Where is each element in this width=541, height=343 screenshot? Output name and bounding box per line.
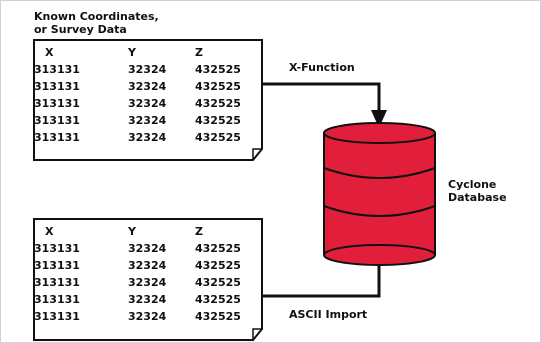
database-top — [323, 122, 436, 144]
bottom-row-1-y: 32324 — [128, 242, 167, 255]
top-row-3-x: 313131 — [34, 97, 80, 110]
bottom-row-4-y: 32324 — [128, 293, 167, 306]
database-band-1 — [323, 167, 436, 179]
x-function-connector: X-Function — [262, 61, 387, 128]
ascii-import-label: ASCII Import — [289, 308, 367, 321]
bottom-row-5-z: 432525 — [195, 310, 241, 323]
top-row-5-y: 32324 — [128, 131, 167, 144]
top-data-document: X Y Z 313131 32324 432525 313131 32324 4… — [33, 39, 263, 161]
top-caption-line-2: or Survey Data — [34, 23, 127, 36]
bottom-row-5-y: 32324 — [128, 310, 167, 323]
top-row-2-y: 32324 — [128, 80, 167, 93]
bottom-row-1-x: 313131 — [34, 242, 80, 255]
bottom-table-header-x: X — [45, 225, 54, 238]
bottom-row-1-z: 432525 — [195, 242, 241, 255]
x-function-line — [262, 82, 381, 112]
bottom-row-2-z: 432525 — [195, 259, 241, 272]
top-table-header-x: X — [45, 46, 54, 59]
top-row-3-z: 432525 — [195, 97, 241, 110]
top-row-2-z: 432525 — [195, 80, 241, 93]
top-row-3-y: 32324 — [128, 97, 167, 110]
cyclone-database — [323, 122, 436, 266]
top-row-4-z: 432525 — [195, 114, 241, 127]
top-row-1-y: 32324 — [128, 63, 167, 76]
bottom-row-2-x: 313131 — [34, 259, 80, 272]
database-body — [324, 133, 435, 255]
bottom-row-3-y: 32324 — [128, 276, 167, 289]
top-document-fold — [252, 148, 262, 160]
bottom-table-header-y: Y — [127, 225, 137, 238]
bottom-row-4-z: 432525 — [195, 293, 241, 306]
top-caption-line-1: Known Coordinates, — [34, 10, 159, 23]
bottom-row-3-z: 432525 — [195, 276, 241, 289]
bottom-table-header-z: Z — [195, 225, 203, 238]
database-band-2 — [323, 205, 436, 217]
top-row-4-x: 313131 — [34, 114, 80, 127]
top-document-outline — [33, 39, 263, 161]
top-row-4-y: 32324 — [128, 114, 167, 127]
bottom-document-fold — [252, 328, 262, 340]
top-table-header-z: Z — [195, 46, 203, 59]
ascii-import-line — [262, 262, 381, 298]
top-row-1-x: 313131 — [34, 63, 80, 76]
database-label-line-1: Cyclone — [448, 178, 496, 191]
top-row-5-x: 313131 — [34, 131, 80, 144]
database-bottom-rim — [323, 244, 436, 266]
top-row-1-z: 432525 — [195, 63, 241, 76]
bottom-document-outline — [33, 218, 263, 341]
top-row-2-x: 313131 — [34, 80, 80, 93]
x-function-label: X-Function — [289, 61, 355, 74]
bottom-row-3-x: 313131 — [34, 276, 80, 289]
bottom-data-document: X Y Z 313131 32324 432525 313131 32324 4… — [33, 218, 263, 341]
database-label-line-2: Database — [448, 191, 507, 204]
bottom-row-4-x: 313131 — [34, 293, 80, 306]
top-row-5-z: 432525 — [195, 131, 241, 144]
bottom-row-5-x: 313131 — [34, 310, 80, 323]
x-function-arrowhead — [371, 110, 387, 128]
top-table-header-y: Y — [127, 46, 137, 59]
bottom-row-2-y: 32324 — [128, 259, 167, 272]
